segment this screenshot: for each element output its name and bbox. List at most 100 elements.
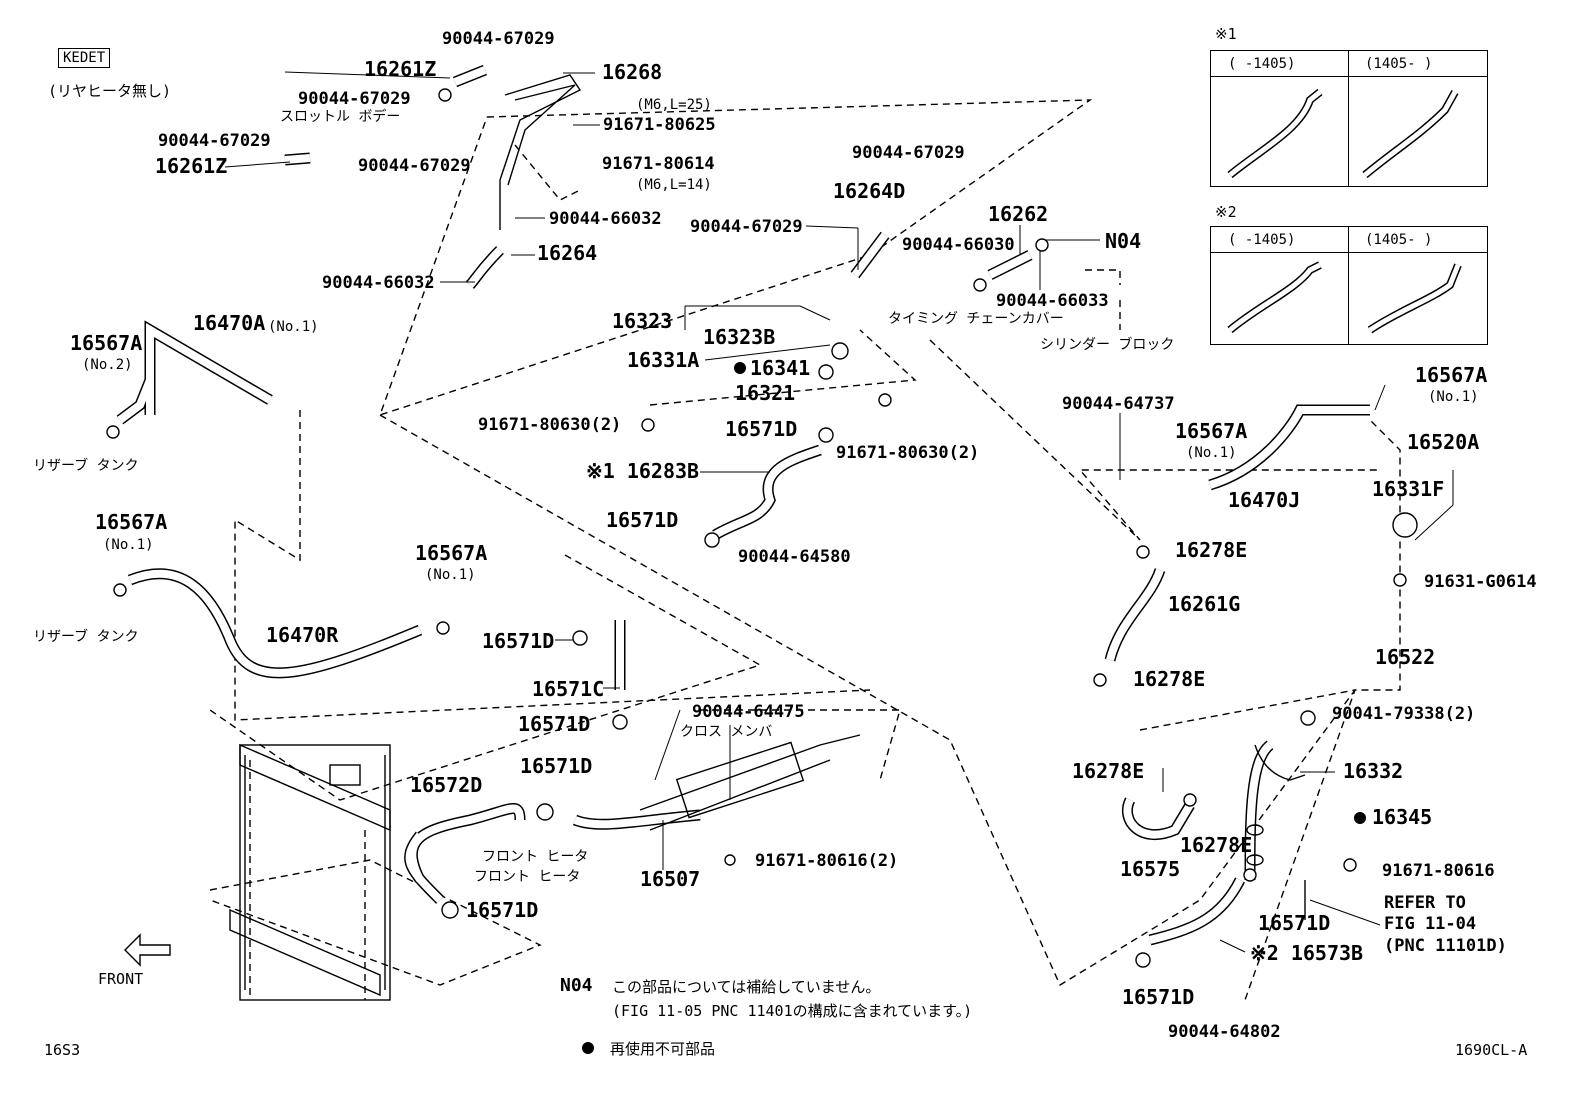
inset-mark-1: ※1: [1215, 25, 1237, 43]
part-label: 16571D: [725, 417, 798, 441]
inset-1-col2: (1405- ): [1365, 56, 1433, 72]
inset-hoses-fill: [1228, 90, 1461, 333]
part-label: タイミング チェーンカバー: [888, 311, 1064, 327]
part-label: 16261G: [1168, 592, 1241, 616]
part-label: 90044-64475: [692, 702, 805, 722]
part-label: 16520A: [1407, 430, 1480, 454]
part-label: 16470R: [266, 623, 339, 647]
part-label: 90044-66032: [549, 209, 662, 229]
part-label: 90044-64802: [1168, 1022, 1281, 1042]
part-label: 16567A: [415, 541, 488, 565]
part-label: 16575: [1120, 857, 1181, 881]
part-label: スロットル ボデー: [280, 109, 401, 125]
part-label: 90041-79338(2): [1332, 704, 1476, 724]
part-label: 16278E: [1072, 759, 1145, 783]
part-label: 90044-67029: [852, 143, 965, 163]
part-label: 16470J: [1228, 488, 1301, 512]
part-label: 16507: [640, 867, 701, 891]
part-label: クロス メンバ: [680, 724, 773, 740]
part-label: 91671-80616(2): [755, 851, 899, 871]
part-label: 16331A: [627, 348, 700, 372]
heater-pipe-assembly: [639, 734, 861, 831]
inset-box-2: [1210, 226, 1488, 345]
part-label: 91671-80625: [603, 115, 716, 135]
part-label: 16321: [735, 381, 796, 405]
part-label: シリンダー ブロック: [1040, 337, 1175, 353]
part-label: 90044-64737: [1062, 394, 1175, 414]
part-label: 16571D: [466, 898, 539, 922]
page-code-right: 1690CL-A: [1455, 1041, 1528, 1059]
part-label: 90044-66030: [902, 235, 1015, 255]
part-label: 90044-67029: [158, 131, 271, 151]
part-label: 16571D: [520, 754, 593, 778]
front-arrow: [124, 933, 171, 967]
part-label: 16567A: [1415, 363, 1488, 387]
part-label: 90044-67029: [298, 89, 411, 109]
part-label: 16571C: [532, 677, 605, 701]
part-label: 16264: [537, 241, 598, 265]
part-label: リザーブ タンク: [33, 458, 139, 474]
part-label: 16571D: [1258, 911, 1331, 935]
hose-outlines: [116, 64, 1370, 946]
part-label: 16571D: [606, 508, 679, 532]
part-label: (M6,L=14): [636, 177, 712, 193]
part-label: 91631-G0614: [1424, 572, 1537, 592]
inset-mark-2: ※2: [1215, 203, 1237, 221]
part-label: 16278E: [1180, 833, 1253, 857]
part-label: 16345: [1372, 805, 1433, 829]
inset-box-1: [1210, 50, 1488, 187]
part-label: 90044-67029: [358, 156, 471, 176]
n04-text-2: (FIG 11-05 PNC 11401の構成に含まれています。): [612, 1002, 973, 1020]
part-label: 90044-67029: [690, 217, 803, 237]
part-label: (No.1): [425, 567, 476, 583]
part-label: (No.1): [1428, 389, 1479, 405]
part-label: (No.1): [268, 319, 319, 335]
part-label: 16571D: [518, 712, 591, 736]
part-label: 16341: [750, 356, 811, 380]
part-label: 16261Z: [155, 154, 228, 178]
part-label: 90044-67029: [442, 29, 555, 49]
part-label: (No.2): [82, 357, 133, 373]
non-reusable-marker: [1354, 812, 1366, 824]
radiator: [229, 743, 391, 1001]
inset-1-col1: ( -1405): [1228, 56, 1296, 72]
part-label: 16567A: [95, 510, 168, 534]
part-label: 16261Z: [364, 57, 437, 81]
part-label: ※1 16283B: [586, 459, 700, 483]
throttle-pipe: [499, 74, 582, 230]
part-label: 91671-80630(2): [478, 415, 622, 435]
part-label: 16323: [612, 309, 673, 333]
part-label: リザーブ タンク: [33, 629, 139, 645]
part-label: (PNC 11101D): [1384, 936, 1507, 956]
part-label: 16522: [1375, 645, 1436, 669]
part-label: (No.1): [1186, 445, 1237, 461]
part-label: 16567A: [1175, 419, 1248, 443]
inset-2-col1: ( -1405): [1228, 232, 1296, 248]
part-label: 16470A: [193, 311, 266, 335]
front-label: FRONT: [98, 970, 144, 988]
part-label: 91671-80616: [1382, 861, 1495, 881]
n04-text-1: この部品については補給していません。: [612, 978, 881, 996]
legend-bullet: [582, 1042, 594, 1054]
part-label: FIG 11-04: [1384, 914, 1477, 934]
model-note: (リヤヒータ無し): [48, 82, 172, 100]
dashed-outlines: [209, 99, 1401, 1001]
part-label: 16278E: [1175, 538, 1248, 562]
n04-code: N04: [560, 975, 593, 996]
part-label: (No.1): [103, 537, 154, 553]
part-label: N04: [1105, 229, 1142, 253]
leader-lines: [224, 71, 1454, 953]
part-label: 16264D: [833, 179, 906, 203]
part-label: ※2 16573B: [1250, 941, 1364, 965]
water-inlet: [1246, 744, 1306, 920]
inset-2-col2: (1405- ): [1365, 232, 1433, 248]
page-code-left: 16S3: [44, 1041, 81, 1059]
part-label: 16262: [988, 202, 1049, 226]
clamps: [106, 88, 1418, 968]
non-reusable-marker: [734, 362, 746, 374]
legend-text: 再使用不可部品: [610, 1040, 716, 1058]
part-label: 90044-66032: [322, 273, 435, 293]
part-label: 16268: [602, 60, 663, 84]
part-label: 91671-80614: [602, 154, 715, 174]
